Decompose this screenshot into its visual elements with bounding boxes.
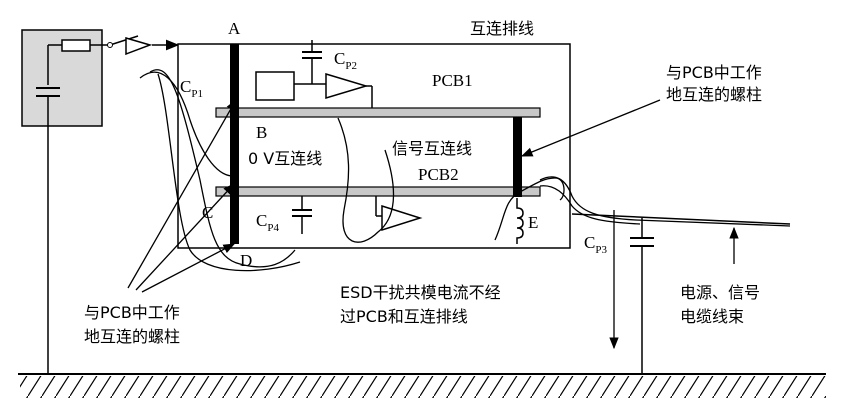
pcb2-label: PCB2 (418, 165, 459, 184)
esd-note-line2: 过PCB和互连排线 (340, 307, 468, 326)
post-pointers (127, 98, 661, 293)
label-a: A (228, 19, 241, 38)
cp4-label: CP4 (256, 211, 279, 234)
post-left-line1: 与PCB中工作 (84, 303, 180, 322)
post-right-line1: 与PCB中工作 (666, 63, 762, 82)
cp2-label: CP2 (334, 49, 357, 72)
esd-note-line1: ESD干扰共模电流不经 (340, 283, 501, 302)
label-c: C (202, 203, 213, 222)
inductor (516, 198, 524, 244)
harness-line1: 电源、信号 (680, 283, 760, 302)
label-d: D (240, 251, 252, 270)
cp3-label: CP3 (584, 233, 607, 256)
signal-line-label: 信号互连线 (392, 139, 472, 158)
esd-current-paths (139, 69, 791, 272)
post-left-line2: 地互连的螺柱 (84, 327, 180, 346)
cable-title: 互连排线 (470, 19, 534, 38)
label-e: E (528, 213, 538, 232)
harness-cable (571, 210, 791, 374)
esd-generator (21, 29, 180, 374)
harness-line2: 电缆线束 (680, 307, 744, 326)
post-right-line2: 地互连的螺柱 (666, 85, 762, 104)
post-right (513, 117, 522, 197)
pcb2-board (215, 186, 541, 197)
resistor (61, 39, 91, 52)
ground-plane (18, 373, 826, 398)
discharge-tip (125, 37, 153, 56)
pcb1-components (255, 40, 373, 108)
label-b: B (256, 123, 267, 142)
pcb1-label: PCB1 (432, 71, 473, 90)
pcb1-board (215, 107, 541, 118)
switch (109, 35, 139, 46)
cp1-label: CP1 (180, 77, 203, 100)
post-left (230, 44, 239, 244)
zero-v-label: 0 V互连线 (248, 149, 322, 168)
